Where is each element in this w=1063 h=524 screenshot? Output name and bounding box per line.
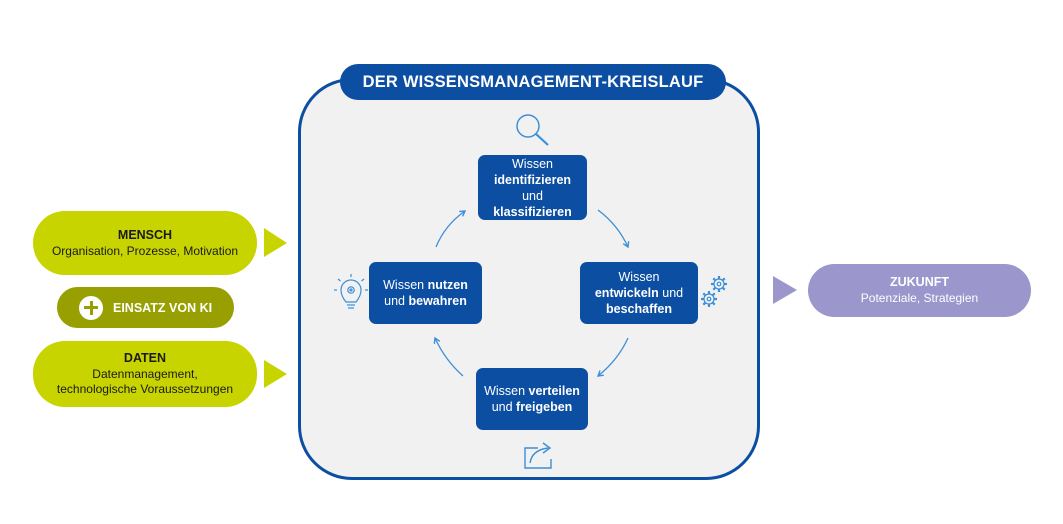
step-develop-mid: und (658, 286, 684, 300)
step-distribute-verb2: freigeben (516, 400, 573, 414)
step-distribute: Wissen verteilen und freigeben (476, 368, 588, 430)
share-icon (524, 442, 552, 469)
lightbulb-gear-icon (334, 274, 368, 309)
step-use-mid: und (384, 294, 409, 308)
mensch-pill: MENSCH Organisation, Prozesse, Motivatio… (33, 211, 257, 275)
zukunft-pill: ZUKUNFT Potenziale, Strategien (808, 264, 1031, 317)
zukunft-text: Potenziale, Strategien (860, 291, 979, 305)
step-use-verb2: bewahren (408, 294, 467, 308)
step-develop-verb1: entwickeln (594, 286, 659, 300)
step-identify-verb2: klassifizieren (493, 204, 572, 219)
daten-pill: DATEN Datenmanagement, technologische Vo… (33, 341, 257, 407)
mensch-heading: MENSCH (117, 227, 173, 242)
daten-line2: technologische Voraussetzungen (56, 382, 234, 396)
step-develop: Wissen entwickeln und beschaffen (580, 262, 698, 324)
step-use-pre: Wissen (383, 278, 428, 292)
daten-arrow-icon (264, 360, 287, 388)
cycle-title: DER WISSENSMANAGEMENT-KREISLAUF (340, 64, 726, 100)
daten-heading: DATEN (123, 351, 167, 365)
arrow-top-to-right (597, 209, 630, 249)
step-distribute-mid: und (491, 400, 517, 414)
ki-pill: EINSATZ VON KI (57, 287, 234, 328)
step-identify-mid: und (522, 188, 543, 203)
step-use: Wissen nutzen und bewahren (369, 262, 482, 324)
step-distribute-pre: Wissen (484, 384, 529, 398)
gears-icon (701, 276, 727, 307)
cycle-title-text: DER WISSENSMANAGEMENT-KREISLAUF (362, 72, 704, 91)
zukunft-heading: ZUKUNFT (889, 275, 949, 289)
step-identify-pre: Wissen (512, 156, 553, 171)
daten-line1: Datenmanagement, (92, 367, 198, 381)
zukunft-arrow-icon (773, 276, 797, 304)
step-distribute-verb1: verteilen (528, 384, 580, 398)
arrow-left-to-top (435, 210, 467, 248)
plus-icon (79, 295, 103, 320)
mensch-text: Organisation, Prozesse, Motivation (51, 243, 239, 258)
step-use-verb1: nutzen (427, 278, 468, 292)
arrow-right-to-bottom (596, 337, 629, 377)
step-develop-verb2: beschaffen (606, 302, 672, 316)
step-identify-verb1: identifizieren (493, 172, 572, 187)
mensch-arrow-icon (264, 228, 287, 257)
step-identify: Wissen identifizieren und klassifizieren (478, 155, 587, 220)
arrow-bottom-to-left (433, 336, 464, 377)
search-icon (516, 114, 549, 146)
step-develop-pre: Wissen (618, 270, 660, 284)
ki-label: EINSATZ VON KI (113, 300, 213, 315)
